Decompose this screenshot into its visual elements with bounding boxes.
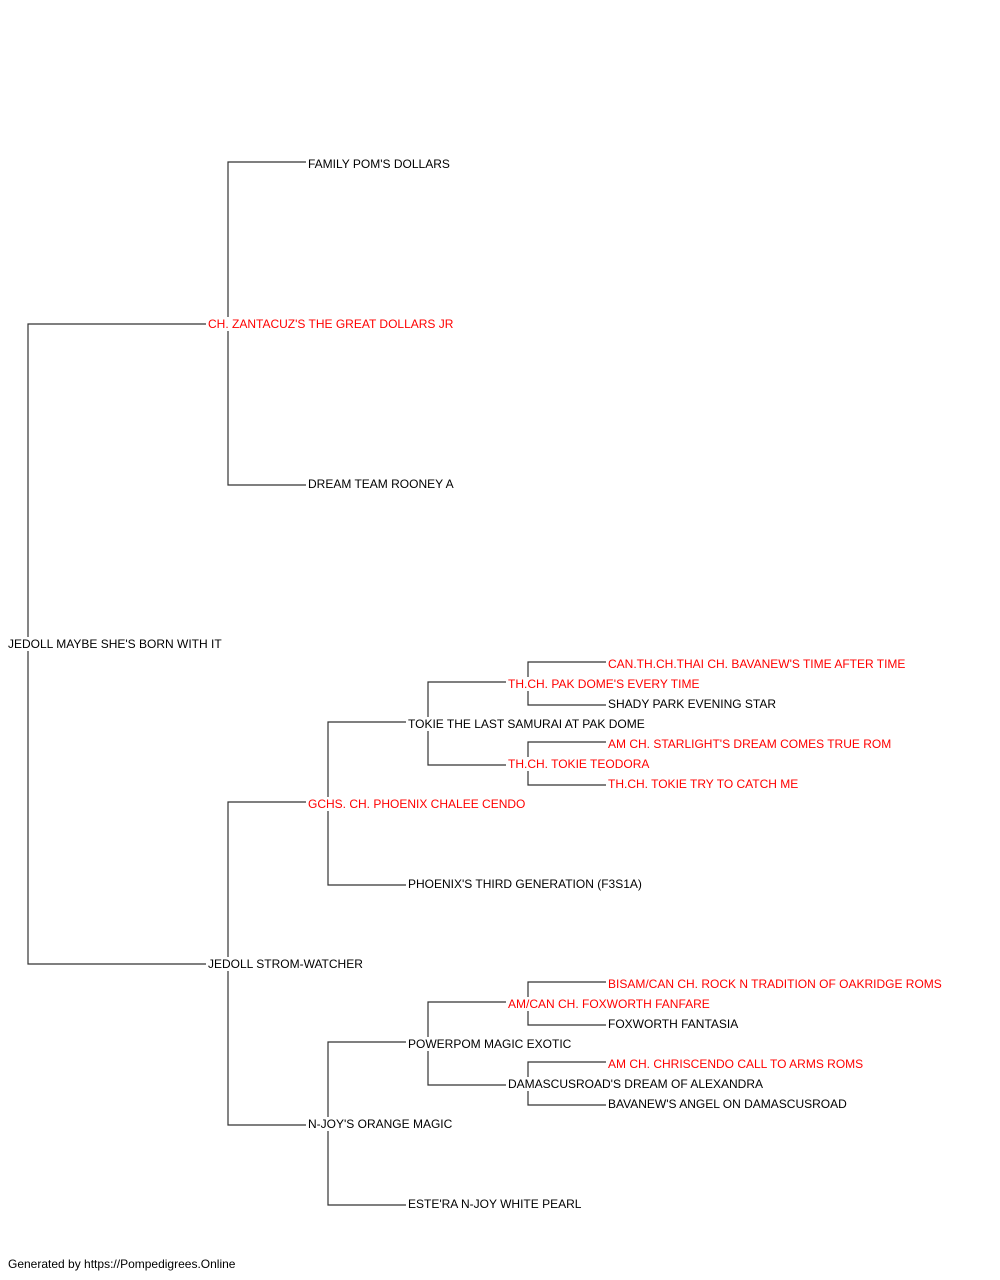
dog-name-dds-dam: DAMASCUSROAD'S DREAM OF ALEXANDRA — [506, 1077, 766, 1091]
dog-name-sire-dam: DREAM TEAM ROONEY A — [306, 477, 456, 491]
dog-name-dam-sire-sire: TOKIE THE LAST SAMURAI AT PAK DOME — [406, 717, 647, 731]
dog-name-dam-sire-dam: PHOENIX'S THIRD GENERATION (F3S1A) — [406, 877, 644, 891]
dog-name-dds-sire: AM/CAN CH. FOXWORTH FANFARE — [506, 997, 712, 1011]
dog-name-ddss: BISAM/CAN CH. ROCK N TRADITION OF OAKRID… — [606, 977, 944, 991]
dog-name-dam-dam-sire: POWERPOM MAGIC EXOTIC — [406, 1037, 574, 1051]
dog-name-dss-dam: TH.CH. TOKIE TEODORA — [506, 757, 652, 771]
dog-name-dsss: CAN.TH.CH.THAI CH. BAVANEW'S TIME AFTER … — [606, 657, 908, 671]
dog-name-sire: CH. ZANTACUZ'S THE GREAT DOLLARS JR — [206, 317, 456, 331]
dog-name-dam-sire: GCHS. CH. PHOENIX CHALEE CENDO — [306, 797, 528, 811]
dog-name-dss-sire: TH.CH. PAK DOME'S EVERY TIME — [506, 677, 702, 691]
dog-name-dsdd: TH.CH. TOKIE TRY TO CATCH ME — [606, 777, 801, 791]
dog-name-dam-dam: N-JOY'S ORANGE MAGIC — [306, 1117, 455, 1131]
dog-name-dam: JEDOLL STROM-WATCHER — [206, 957, 365, 971]
dog-name-ddds: AM CH. CHRISCENDO CALL TO ARMS ROMS — [606, 1057, 866, 1071]
dog-name-dssd: SHADY PARK EVENING STAR — [606, 697, 779, 711]
footer-credit: Generated by https://Pompedigrees.Online — [8, 1257, 236, 1271]
dog-name-dsds: AM CH. STARLIGHT'S DREAM COMES TRUE ROM — [606, 737, 894, 751]
dog-name-sire-sire: FAMILY POM'S DOLLARS — [306, 157, 452, 171]
dog-name-subject: JEDOLL MAYBE SHE'S BORN WITH IT — [6, 637, 224, 651]
dog-name-dddd: BAVANEW'S ANGEL ON DAMASCUSROAD — [606, 1097, 849, 1111]
dog-name-ddsd: FOXWORTH FANTASIA — [606, 1017, 741, 1031]
dog-name-dam-dam-dam: ESTE'RA N-JOY WHITE PEARL — [406, 1197, 584, 1211]
